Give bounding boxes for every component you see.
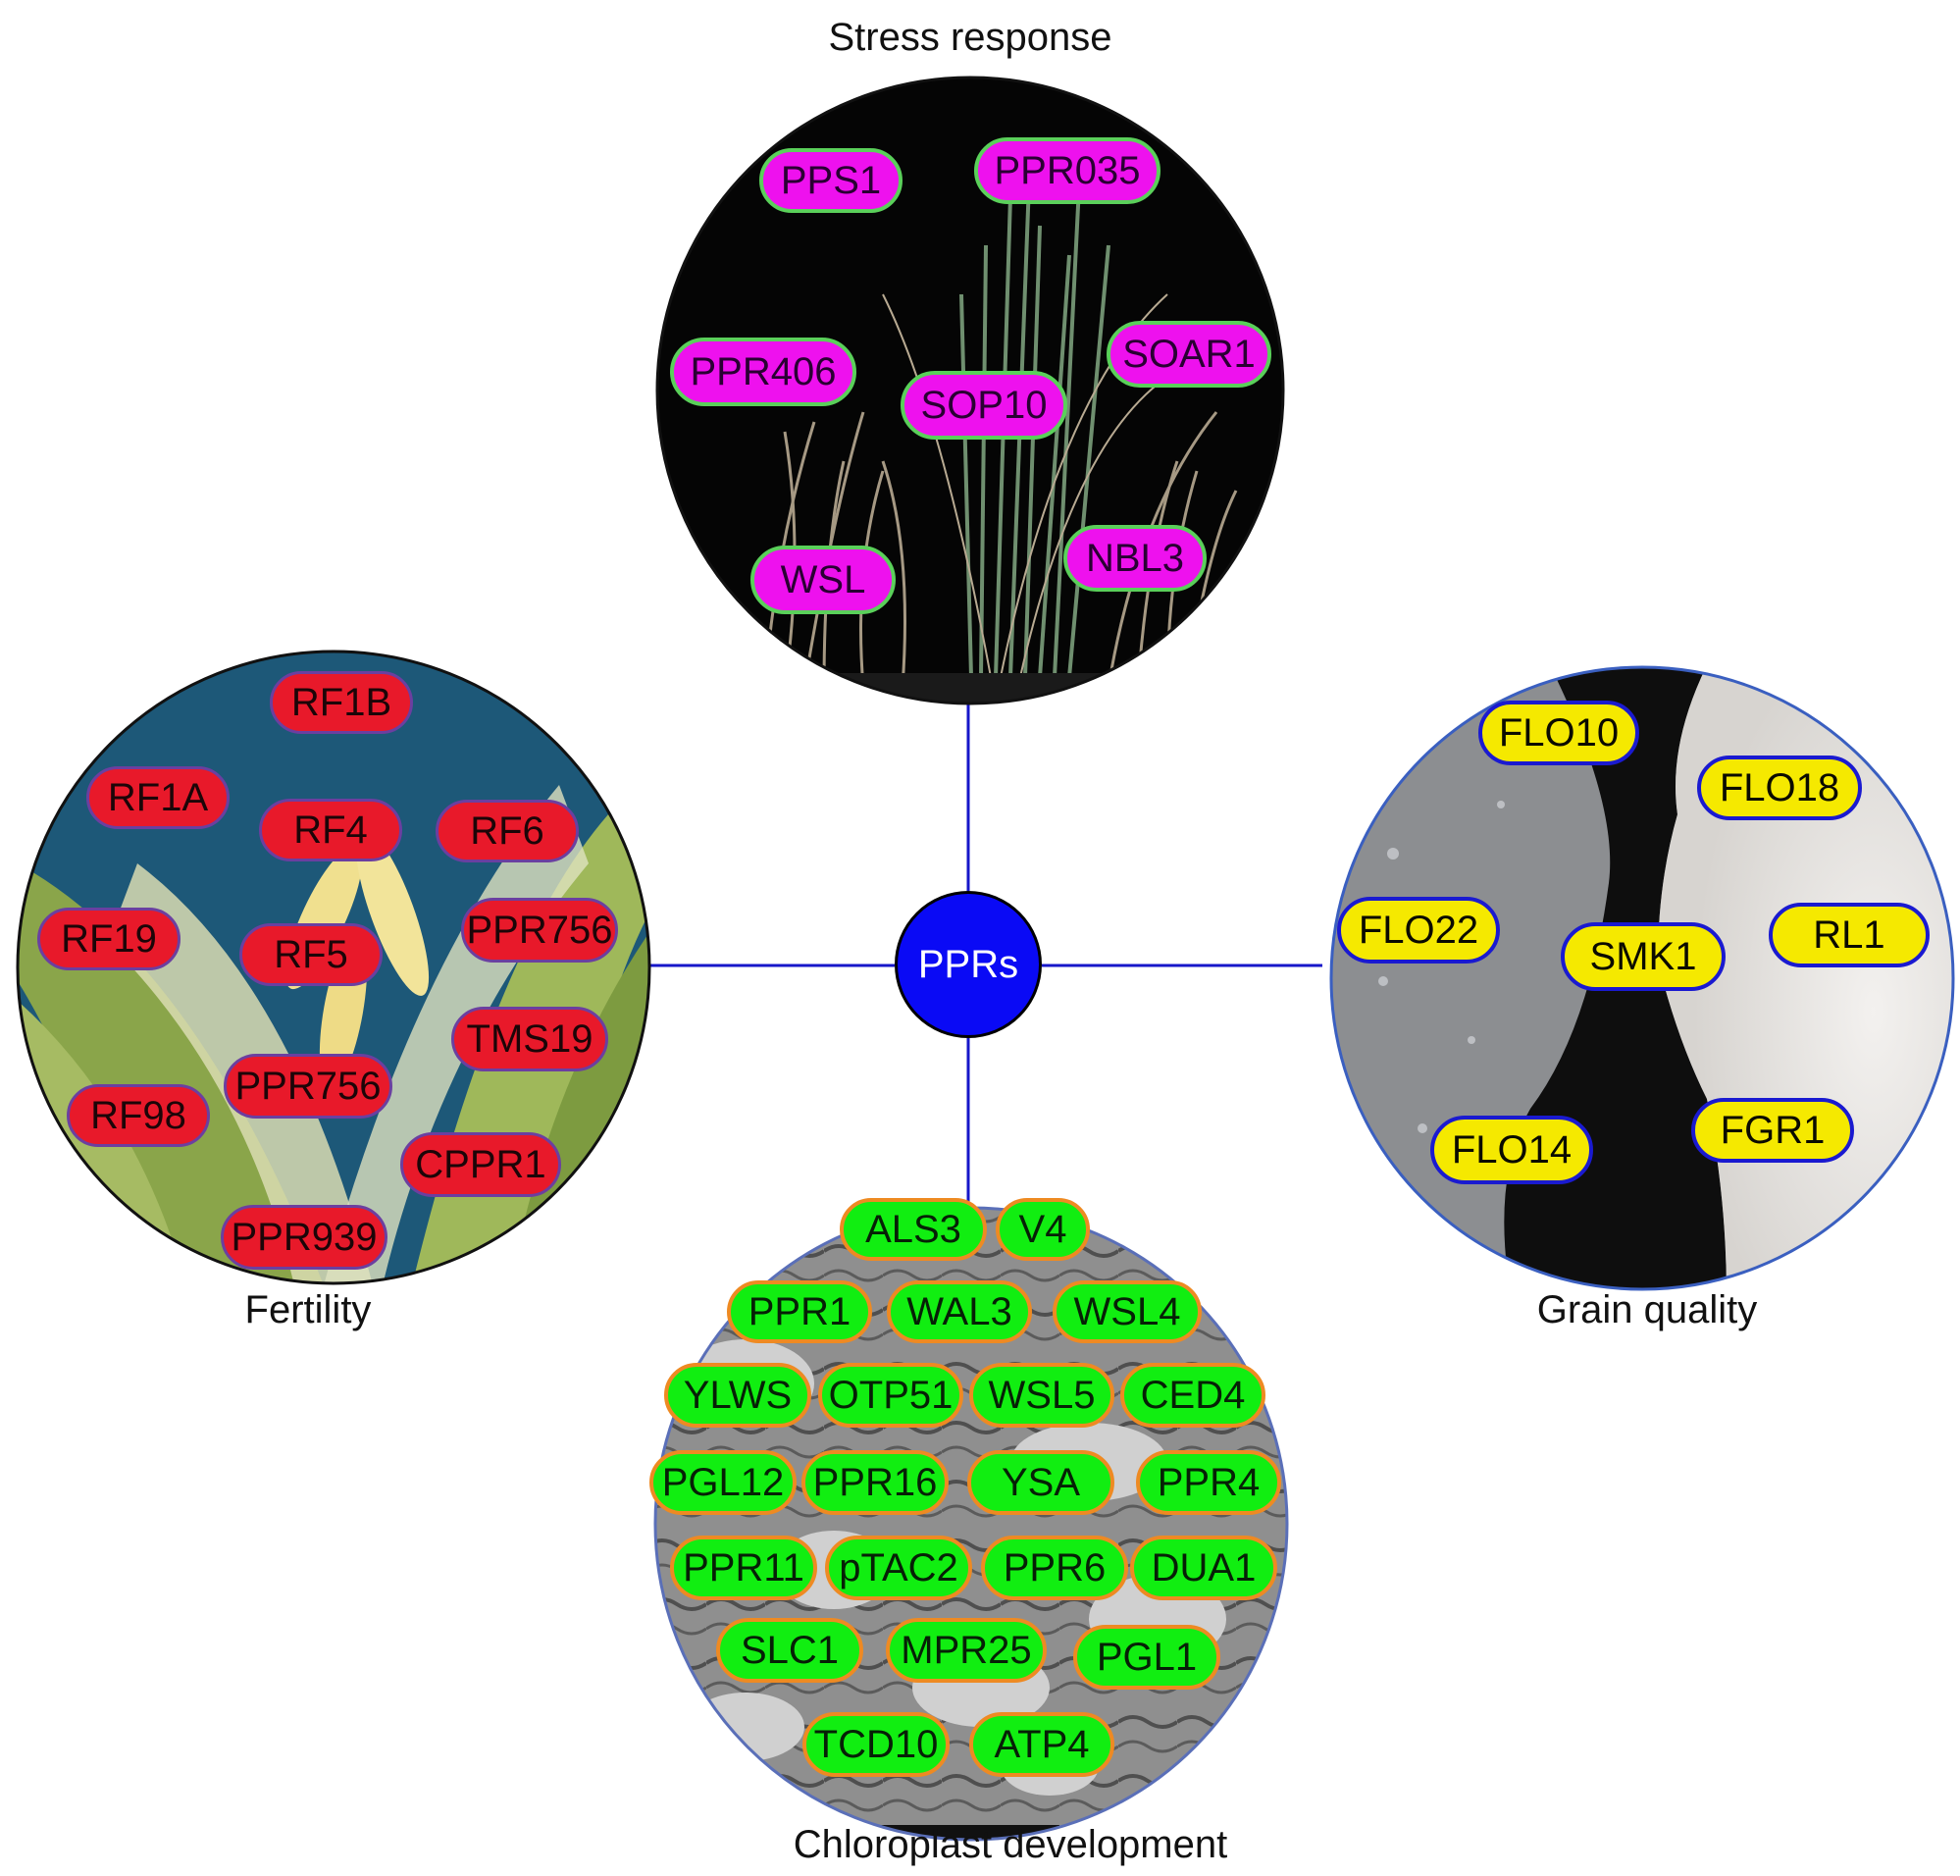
chloroplast-development-caption: Chloroplast development bbox=[793, 1823, 1228, 1866]
gene-pill: V4 bbox=[996, 1198, 1090, 1261]
gene-pill: SOP10 bbox=[901, 371, 1067, 440]
gene-pill: OTP51 bbox=[818, 1363, 963, 1428]
gene-pill: PPR6 bbox=[981, 1536, 1128, 1600]
gene-pill: PPR939 bbox=[221, 1205, 387, 1270]
gene-pill: ATP4 bbox=[969, 1712, 1114, 1777]
gene-pill: FLO14 bbox=[1430, 1116, 1593, 1184]
connector-lines bbox=[649, 704, 1322, 1208]
gene-pill: PPR756 bbox=[461, 898, 618, 963]
grain-circle-outline bbox=[1329, 665, 1955, 1291]
gene-pill: TCD10 bbox=[802, 1712, 950, 1777]
gene-pill: PPS1 bbox=[759, 148, 903, 213]
gene-pill: DUA1 bbox=[1130, 1536, 1277, 1600]
gene-pill: ALS3 bbox=[840, 1198, 987, 1261]
gene-pill: WSL5 bbox=[969, 1363, 1114, 1428]
grain-quality-caption: Grain quality bbox=[1536, 1288, 1758, 1331]
gene-pill: RF1B bbox=[270, 671, 413, 734]
gene-pill: RL1 bbox=[1769, 903, 1930, 967]
gene-pill: CED4 bbox=[1120, 1363, 1265, 1428]
gene-pill: NBL3 bbox=[1063, 525, 1207, 592]
stress-circle-outline bbox=[655, 76, 1285, 705]
gene-pill: PGL12 bbox=[649, 1450, 797, 1515]
gene-pill: RF6 bbox=[436, 800, 579, 862]
gene-pill: WAL3 bbox=[887, 1280, 1032, 1343]
fertility-caption: Fertility bbox=[244, 1288, 372, 1331]
gene-pill: FLO22 bbox=[1337, 897, 1500, 964]
fertility-circle-outline bbox=[16, 650, 651, 1285]
gene-pill: PPR11 bbox=[670, 1536, 817, 1600]
gene-pill: MPR25 bbox=[886, 1618, 1047, 1683]
gene-pill: RF98 bbox=[67, 1084, 210, 1147]
gene-pill: PPR1 bbox=[727, 1280, 872, 1343]
gene-pill: CPPR1 bbox=[400, 1132, 561, 1197]
gene-pill: SOAR1 bbox=[1107, 321, 1271, 388]
gene-pill: WSL4 bbox=[1053, 1280, 1202, 1343]
gene-pill: PPR756 bbox=[224, 1054, 392, 1119]
gene-pill: FLO18 bbox=[1697, 756, 1862, 820]
gene-pill: YSA bbox=[967, 1450, 1114, 1515]
stress-response-caption: Stress response bbox=[828, 16, 1112, 59]
gene-pill: RF4 bbox=[259, 799, 402, 861]
gene-pill: FGR1 bbox=[1691, 1098, 1854, 1163]
gene-pill: pTAC2 bbox=[825, 1536, 972, 1600]
gene-pill: SMK1 bbox=[1561, 922, 1726, 991]
gene-pill: RF19 bbox=[37, 908, 181, 970]
gene-pill: YLWS bbox=[664, 1363, 811, 1428]
ppr-center-node: PPRs bbox=[895, 891, 1042, 1038]
gene-pill: PPR035 bbox=[974, 137, 1161, 204]
gene-pill: FLO10 bbox=[1478, 701, 1639, 765]
gene-pill: TMS19 bbox=[451, 1007, 608, 1071]
gene-pill: PPR4 bbox=[1136, 1450, 1281, 1515]
gene-pill: RF1A bbox=[86, 766, 230, 829]
gene-pill: WSL bbox=[750, 546, 896, 614]
gene-pill: RF5 bbox=[239, 923, 383, 986]
gene-pill: PPR406 bbox=[670, 338, 856, 406]
gene-pill: PGL1 bbox=[1073, 1625, 1220, 1690]
gene-pill: SLC1 bbox=[716, 1618, 863, 1683]
gene-pill: PPR16 bbox=[801, 1450, 949, 1515]
